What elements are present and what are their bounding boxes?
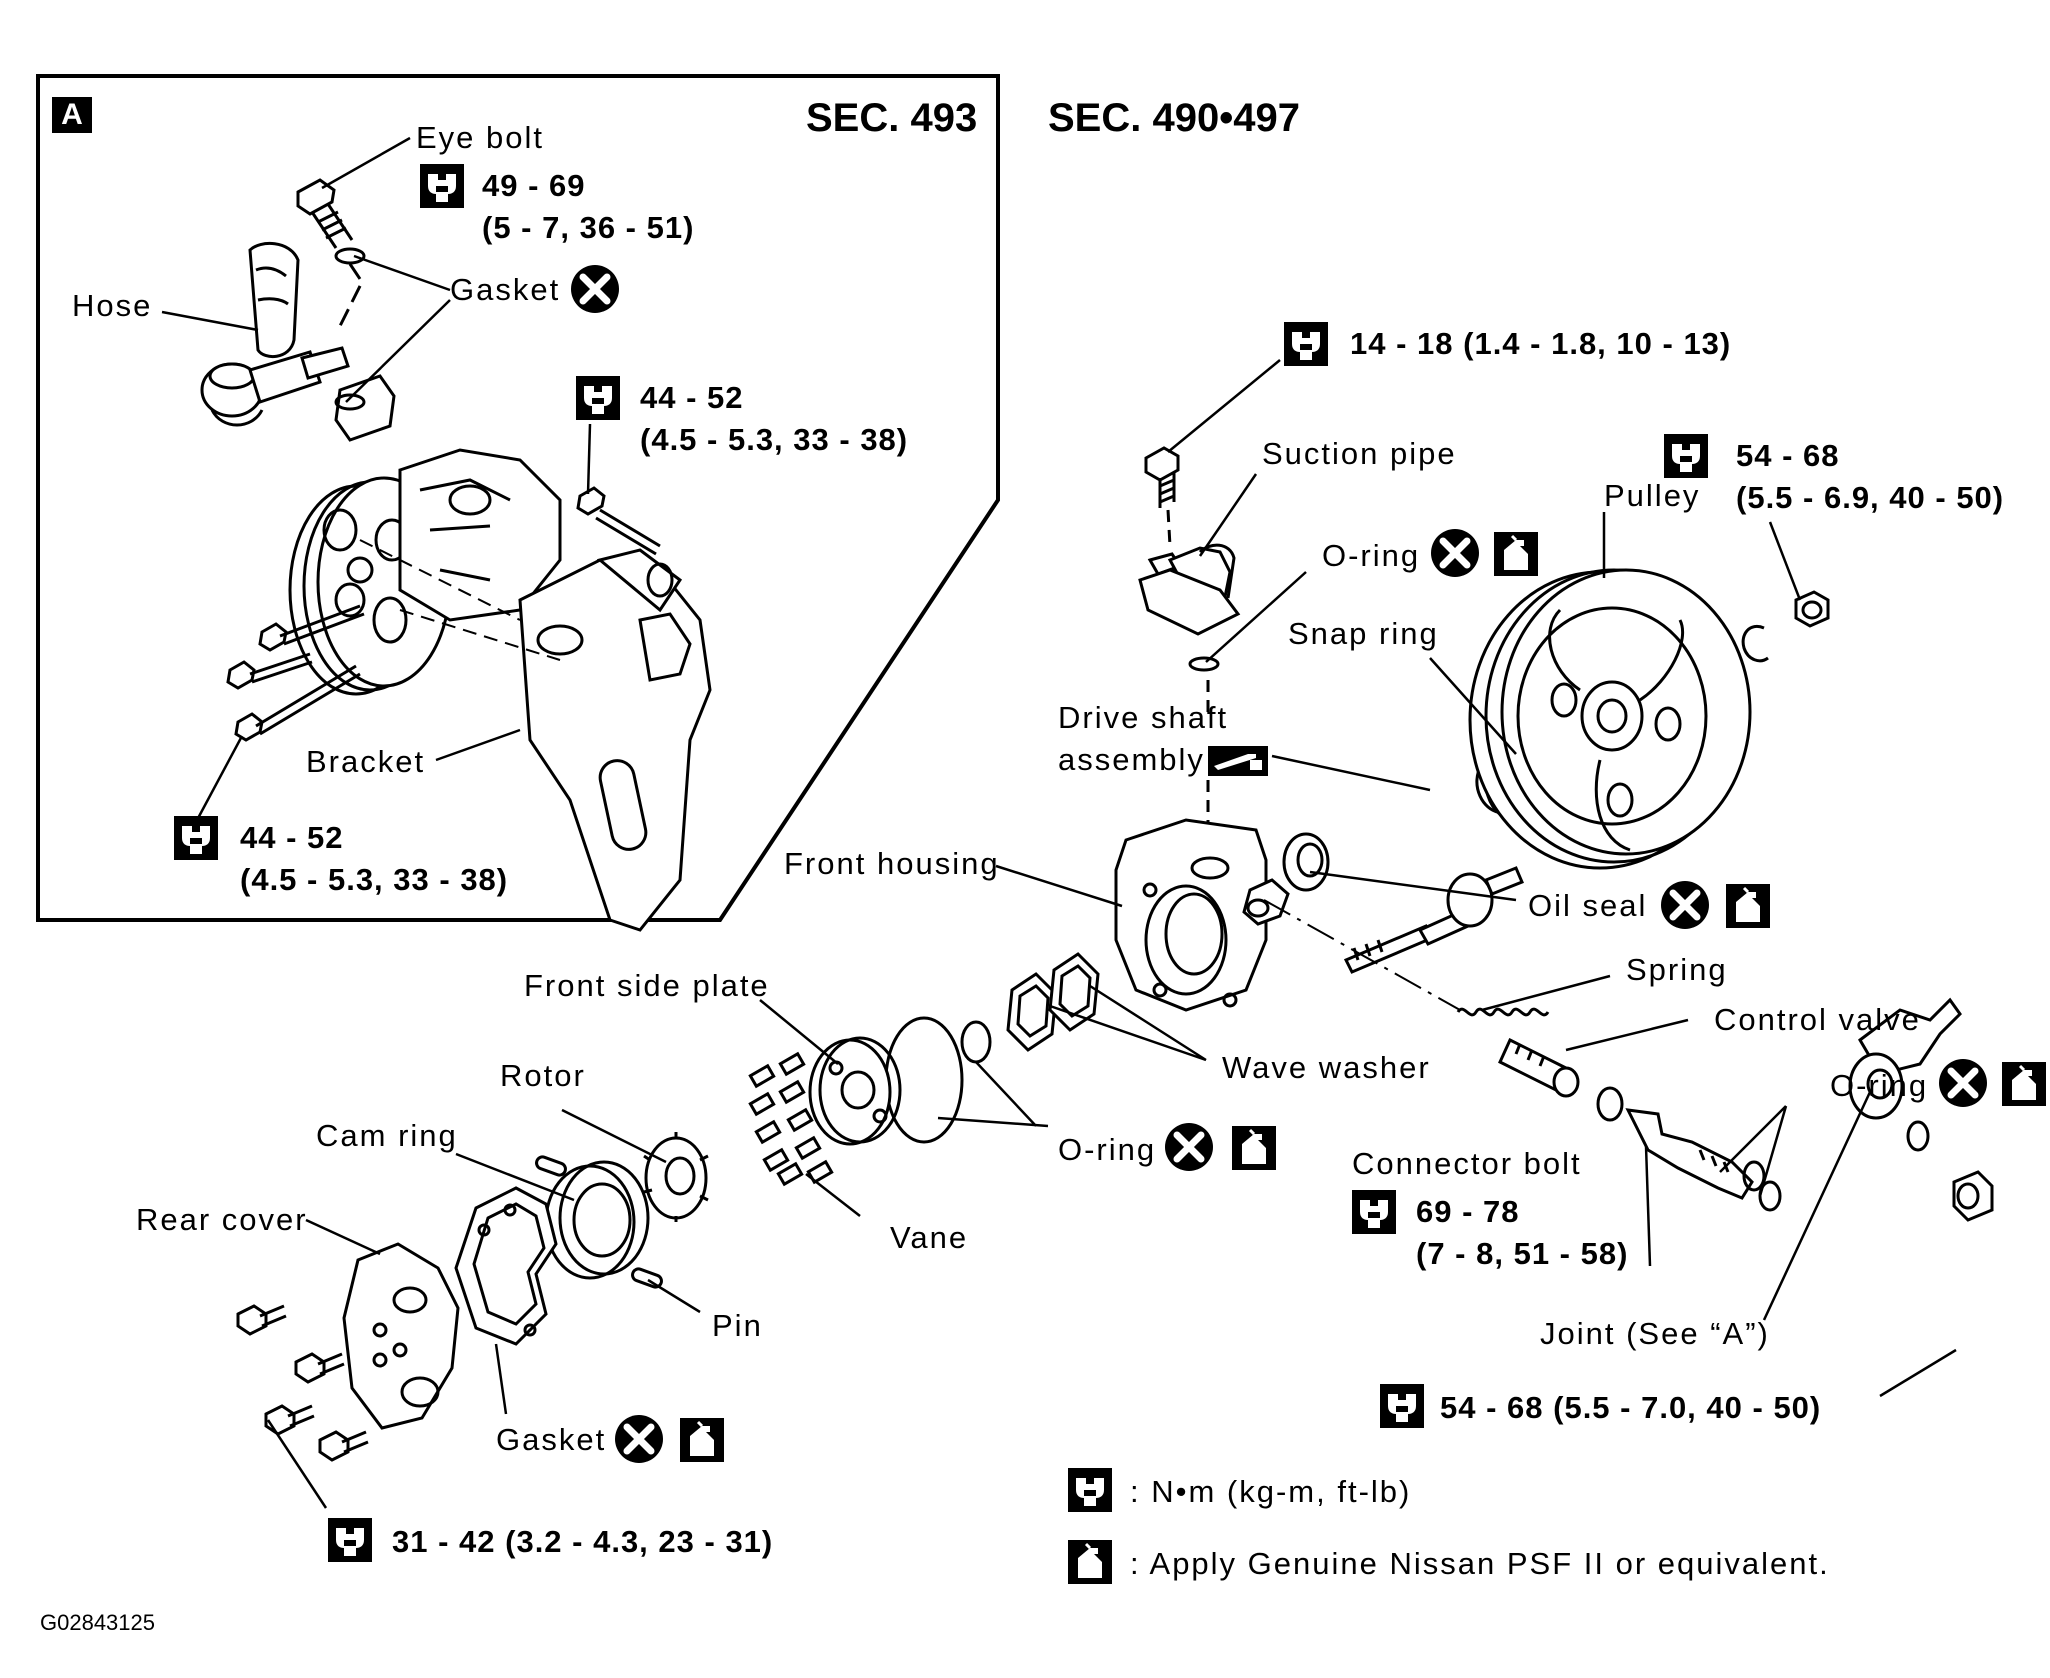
rear-bolts-torque: 31 - 42 (3.2 - 4.3, 23 - 31): [392, 1524, 774, 1559]
torque-icon: [328, 1518, 372, 1562]
joint-nut-torque: 54 - 68 (5.5 - 7.0, 40 - 50): [1440, 1390, 1822, 1425]
not-reusable-icon: [1938, 1058, 1988, 1108]
connector-torque-nm: 69 - 78: [1416, 1194, 1520, 1229]
not-reusable-icon: [614, 1414, 664, 1464]
lower-bolt-torque-alt: (4.5 - 5.3, 33 - 38): [240, 862, 509, 897]
connector-bolt-label: Connector bolt: [1352, 1146, 1582, 1181]
legend-fluid-text: : Apply Genuine Nissan PSF II or equival…: [1130, 1546, 1830, 1581]
hose-label: Hose: [72, 288, 153, 323]
o-ring-top-label: O-ring: [1322, 538, 1421, 573]
rear-cover-label: Rear cover: [136, 1202, 308, 1237]
main-leaders: [266, 359, 1957, 1509]
torque-icon: [174, 816, 218, 860]
joint-label: Joint (See “A”): [1540, 1316, 1770, 1351]
cam-ring-label: Cam ring: [316, 1118, 458, 1153]
oil-seal-label: Oil seal: [1528, 888, 1648, 923]
not-reusable-icon: [1164, 1122, 1214, 1172]
inset-gasket-label: Gasket: [450, 272, 561, 307]
spring-label: Spring: [1626, 952, 1728, 987]
eye-bolt-torque-alt: (5 - 7, 36 - 51): [482, 210, 695, 245]
pulley-nut-torque-nm: 54 - 68: [1736, 438, 1840, 473]
front-housing-label: Front housing: [784, 846, 1000, 881]
o-ring-right-label: O-ring: [1830, 1068, 1929, 1103]
upper-bolt-torque-nm: 44 - 52: [640, 380, 744, 415]
inset-section-title: SEC. 493: [806, 96, 978, 140]
front-side-plate-label: Front side plate: [524, 968, 770, 1003]
torque-icon: [1352, 1190, 1396, 1234]
fluid-icon: [680, 1418, 724, 1462]
fluid-icon: [1232, 1126, 1276, 1170]
lower-bolt-torque-nm: 44 - 52: [240, 820, 344, 855]
main-section-title: SEC. 490•497: [1048, 96, 1300, 140]
fluid-icon: [1726, 884, 1770, 928]
rear-gasket-label: Gasket: [496, 1422, 607, 1457]
figure-id: G02843125: [40, 1610, 155, 1635]
legend-torque-text: : N•m (kg-m, ft-lb): [1130, 1474, 1412, 1509]
pin-label: Pin: [712, 1308, 763, 1343]
fluid-icon: [1494, 532, 1538, 576]
connector-torque-alt: (7 - 8, 51 - 58): [1416, 1236, 1629, 1271]
o-ring-mid-label: O-ring: [1058, 1132, 1157, 1167]
torque-icon: [1380, 1384, 1424, 1428]
torque-icon: [1284, 322, 1328, 366]
vane-label: Vane: [890, 1220, 969, 1255]
pulley-label: Pulley: [1604, 478, 1701, 513]
inset-frame: [36, 74, 1000, 922]
eye-bolt-label: Eye bolt: [416, 120, 545, 155]
rotor-label: Rotor: [500, 1058, 586, 1093]
torque-icon: [1068, 1468, 1112, 1512]
drive-shaft-label-1: Drive shaft: [1058, 700, 1229, 735]
suction-bolt-torque: 14 - 18 (1.4 - 1.8, 10 - 13): [1350, 326, 1732, 361]
snap-ring-label: Snap ring: [1288, 616, 1439, 651]
main-parts-drawing: [236, 446, 1994, 1462]
fluid-icon: [1068, 1540, 1112, 1584]
bracket-label: Bracket: [306, 744, 426, 779]
pulley-nut-torque-alt: (5.5 - 6.9, 40 - 50): [1736, 480, 2005, 515]
fluid-icon: [2002, 1062, 2046, 1106]
control-valve-label: Control valve: [1714, 1002, 1921, 1037]
inset-pump-drawing: [200, 178, 712, 932]
torque-icon: [420, 164, 464, 208]
suction-pipe-label: Suction pipe: [1262, 436, 1457, 471]
torque-icon: [576, 376, 620, 420]
drive-shaft-label-2: assembly: [1058, 742, 1205, 777]
inset-tag: A: [52, 97, 92, 133]
upper-bolt-torque-alt: (4.5 - 5.3, 33 - 38): [640, 422, 909, 457]
not-reusable-icon: [570, 264, 620, 314]
inset-leaders: [161, 136, 592, 823]
eye-bolt-torque-nm: 49 - 69: [482, 168, 586, 203]
not-reusable-icon: [1430, 528, 1480, 578]
wave-washer-label: Wave washer: [1222, 1050, 1431, 1085]
grease-icon: [1208, 746, 1268, 776]
not-reusable-icon: [1660, 880, 1710, 930]
torque-icon: [1664, 434, 1708, 478]
